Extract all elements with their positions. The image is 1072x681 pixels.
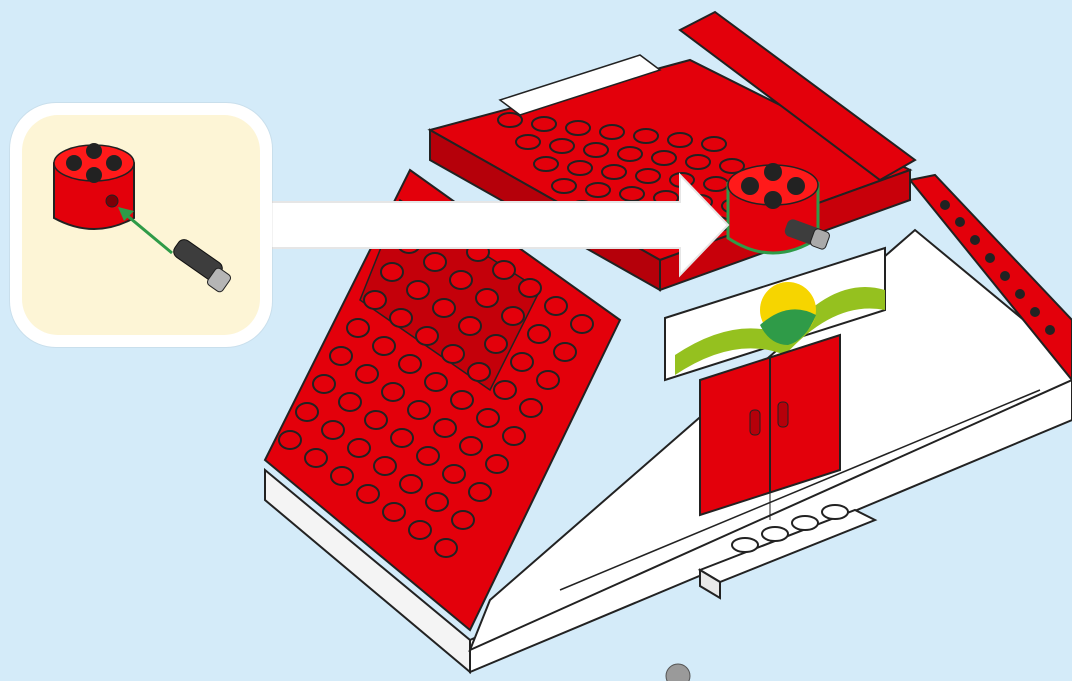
roof-stud [373, 337, 395, 355]
roof-stud [416, 327, 438, 345]
roof-stud [537, 371, 559, 389]
roof-stud [399, 355, 421, 373]
roof-stud [528, 325, 550, 343]
roof-stud [381, 263, 403, 281]
roof-stud [400, 475, 422, 493]
roof-stud [382, 383, 404, 401]
roof-stud [417, 447, 439, 465]
top-stud [652, 151, 676, 165]
roof-stud [390, 309, 412, 327]
roof-stud [503, 427, 525, 445]
roof-stud [425, 373, 447, 391]
roof-stud [408, 401, 430, 419]
roof-stud [545, 297, 567, 315]
roof-stud [356, 365, 378, 383]
roof-stud [357, 485, 379, 503]
roof-stud [452, 511, 474, 529]
roof-stud [485, 335, 507, 353]
roof-stud [571, 315, 593, 333]
roof-stud [433, 299, 455, 317]
roof-stud [347, 319, 369, 337]
roof-stud [409, 521, 431, 539]
roof-stud [459, 317, 481, 335]
roof-stud [460, 437, 482, 455]
roof-stud [305, 449, 327, 467]
parts-illustration [22, 115, 260, 335]
roof-stud [486, 455, 508, 473]
insert-arrow [118, 207, 172, 253]
roof-stud [331, 467, 353, 485]
roof-stud [434, 419, 456, 437]
top-stud [636, 169, 660, 183]
roof-stud [424, 253, 446, 271]
roof-stud [493, 261, 515, 279]
technic-pin-icon [171, 237, 232, 293]
roof-stud [443, 465, 465, 483]
top-stud [618, 147, 642, 161]
top-stud [552, 179, 576, 193]
top-stud [566, 121, 590, 135]
roof-stud [279, 431, 301, 449]
roof-stud [469, 483, 491, 501]
roof-stud [451, 391, 473, 409]
roof-stud [468, 363, 490, 381]
roof-stud [330, 347, 352, 365]
top-stud [584, 143, 608, 157]
roof-stud [477, 409, 499, 427]
top-stud [602, 165, 626, 179]
top-stud [702, 137, 726, 151]
top-stud [668, 133, 692, 147]
roof-stud [435, 539, 457, 557]
roof-stud [365, 411, 387, 429]
roof-stud [426, 493, 448, 511]
roof-stud [520, 399, 542, 417]
top-stud [686, 155, 710, 169]
roof-stud [296, 403, 318, 421]
roof-stud [450, 271, 472, 289]
roof-stud [476, 289, 498, 307]
top-stud [704, 177, 728, 191]
roof-stud [554, 343, 576, 361]
roof-stud [322, 421, 344, 439]
top-stud [600, 125, 624, 139]
roof-stud [494, 381, 516, 399]
roof-stud [519, 279, 541, 297]
roof-stud [407, 281, 429, 299]
parts-callout-panel [22, 115, 260, 335]
roof-stud [442, 345, 464, 363]
top-stud [532, 117, 556, 131]
top-stud [516, 135, 540, 149]
loose-gray-part [666, 664, 690, 681]
roof-stud [391, 429, 413, 447]
roof-stud [502, 307, 524, 325]
top-stud [620, 187, 644, 201]
roof-stud [364, 291, 386, 309]
top-stud [534, 157, 558, 171]
roof-stud [313, 375, 335, 393]
top-stud [586, 183, 610, 197]
top-stud [498, 113, 522, 127]
roof-stud [383, 503, 405, 521]
top-stud [568, 161, 592, 175]
roof-stud [339, 393, 361, 411]
roof-stud [511, 353, 533, 371]
roof-stud [348, 439, 370, 457]
roof-stud [374, 457, 396, 475]
top-stud [634, 129, 658, 143]
top-stud [550, 139, 574, 153]
parts-callout [10, 103, 272, 347]
